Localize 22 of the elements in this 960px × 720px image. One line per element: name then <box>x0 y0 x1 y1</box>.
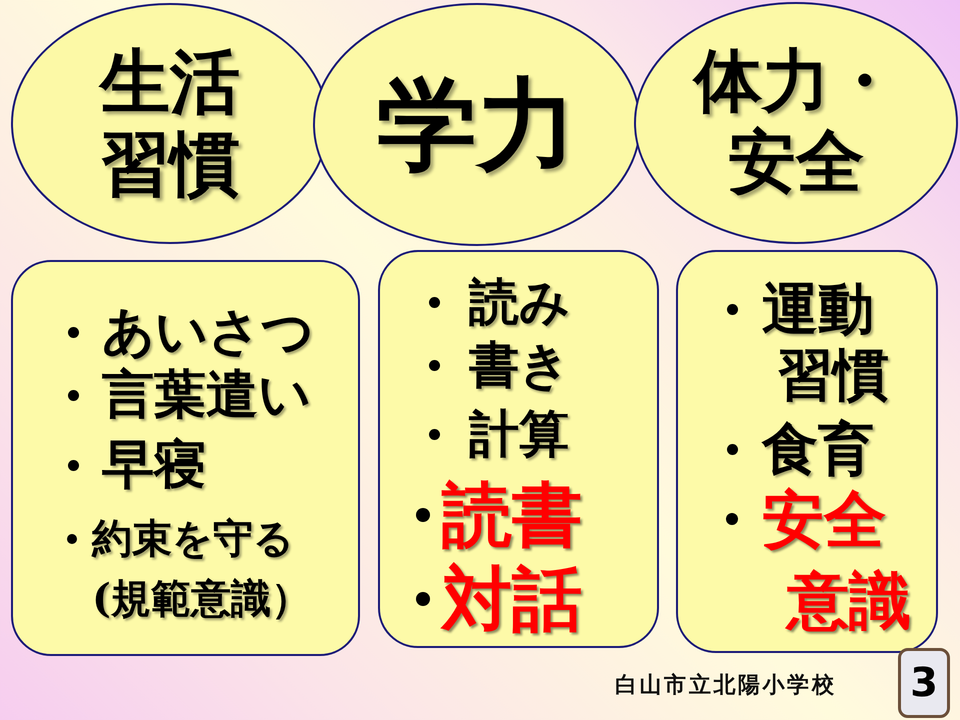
list-item-text: 約束を守る(規範意識） <box>92 514 312 624</box>
topic-heading: 生活習慣 <box>98 42 241 206</box>
page-number: 3 <box>910 663 938 703</box>
list-item-text: 言葉遣い <box>102 364 311 426</box>
list-item-text: 食育 <box>762 416 874 482</box>
list-panel <box>676 250 938 653</box>
list-item-text: 書き <box>469 335 570 395</box>
list-item-text: 運動習慣 <box>762 276 890 408</box>
list-panel <box>11 260 360 656</box>
list-panel <box>378 250 659 648</box>
list-item-text: 対話 <box>442 559 582 639</box>
list-item-text: 計算 <box>469 404 569 464</box>
page-number-panel <box>898 648 950 718</box>
list-item-text: 早寝 <box>102 434 206 496</box>
topic-heading: 体力・安全 <box>691 42 899 204</box>
topic-heading: 学力 <box>377 70 577 180</box>
list-item-text: 読書 <box>442 475 582 555</box>
list-item-text: 読み <box>469 272 570 332</box>
list-item-text: 安全意識 <box>762 482 912 638</box>
school-name: 白山市立北陽小学校 <box>615 672 836 698</box>
list-item-text: あいさつ <box>102 301 314 363</box>
topic-ellipse <box>634 2 958 244</box>
